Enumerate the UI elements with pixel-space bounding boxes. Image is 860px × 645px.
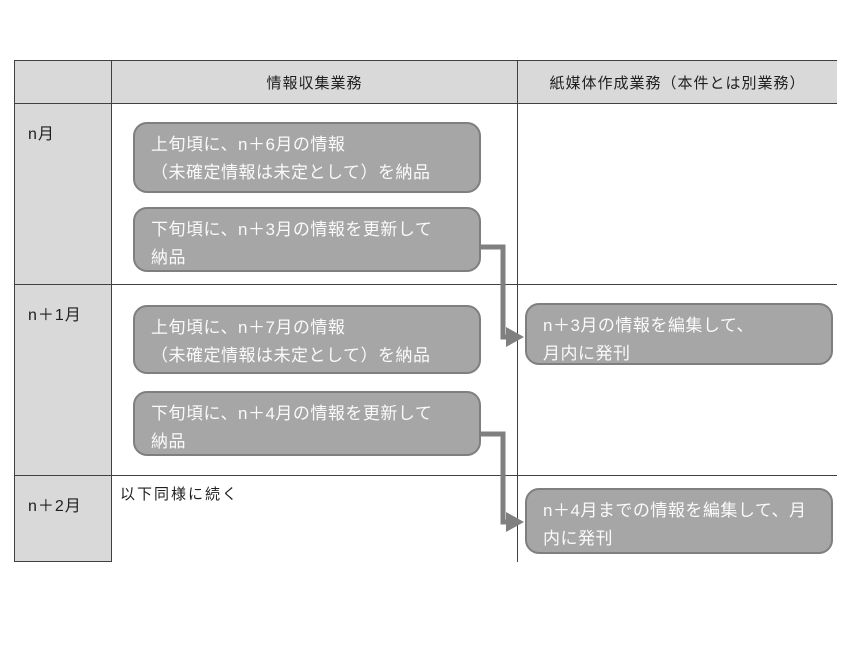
header-cell-print-media: 紙媒体作成業務（本件とは別業務） [518, 60, 837, 103]
continuation-note: 以下同様に続く [112, 475, 518, 562]
task-box-deliver-n6-info: 上旬頃に、n＋6月の情報 （未確定情報は未定として）を納品 [133, 122, 481, 193]
header-cell-info-collection: 情報収集業務 [112, 60, 518, 103]
task-box-deliver-n7-info: 上旬頃に、n＋7月の情報 （未確定情報は未定として）を納品 [133, 305, 481, 374]
row-label-n-plus-1: n＋1月 [14, 284, 112, 475]
task-box-publish-n4: n＋4月までの情報を編集して、月 内に発刊 [525, 488, 833, 554]
cell-n-print-media [518, 103, 837, 284]
task-box-publish-n3: n＋3月の情報を編集して、 月内に発刊 [525, 303, 833, 365]
header-cell-month [14, 60, 112, 103]
row-label-n-plus-2: n＋2月 [14, 475, 112, 562]
task-box-update-n3-info: 下旬頃に、n＋3月の情報を更新して 納品 [133, 207, 481, 272]
task-box-update-n4-info: 下旬頃に、n＋4月の情報を更新して 納品 [133, 391, 481, 456]
row-label-n: n月 [14, 103, 112, 284]
